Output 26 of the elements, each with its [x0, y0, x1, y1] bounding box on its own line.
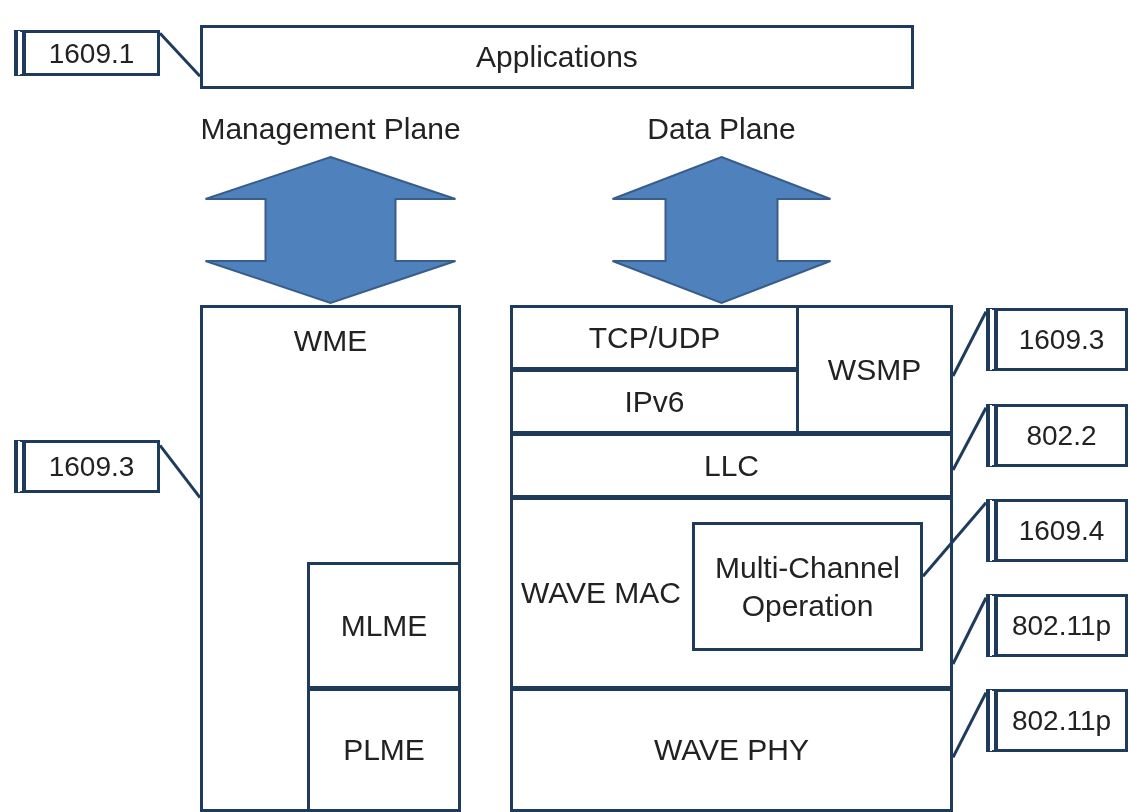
layer-name: WAVE MAC: [521, 575, 681, 612]
standard-label: 1609.4: [986, 499, 1128, 562]
layer-box: Applications: [200, 25, 914, 89]
standard-label: 1609.3: [986, 308, 1128, 371]
sublayer-box: [510, 497, 953, 689]
block-arrow: [611, 155, 832, 305]
sublayer-box: Multi-Channel Operation: [692, 522, 923, 651]
block-arrow: [204, 155, 457, 305]
standard-label: 802.2: [986, 404, 1128, 467]
leader-line: [951, 311, 988, 377]
leader-line: [158, 444, 202, 499]
sublayer-box: LLC: [510, 433, 953, 498]
sublayer-box: MLME: [307, 562, 461, 689]
leader-line: [951, 597, 988, 665]
standard-label: 1609.1: [14, 30, 160, 76]
standard-label: 802.11p: [986, 594, 1128, 657]
leader-line: [921, 501, 988, 578]
leader-line: [951, 692, 988, 759]
leader-line: [158, 32, 202, 78]
standard-label: 802.11p: [986, 689, 1128, 752]
sublayer-box: PLME: [307, 688, 461, 812]
standard-label: 1609.3: [14, 440, 160, 493]
layer-name: WME: [293, 323, 368, 359]
leader-line: [951, 407, 988, 471]
sublayer-box: IPv6: [510, 369, 799, 434]
layer-box: [200, 305, 461, 812]
